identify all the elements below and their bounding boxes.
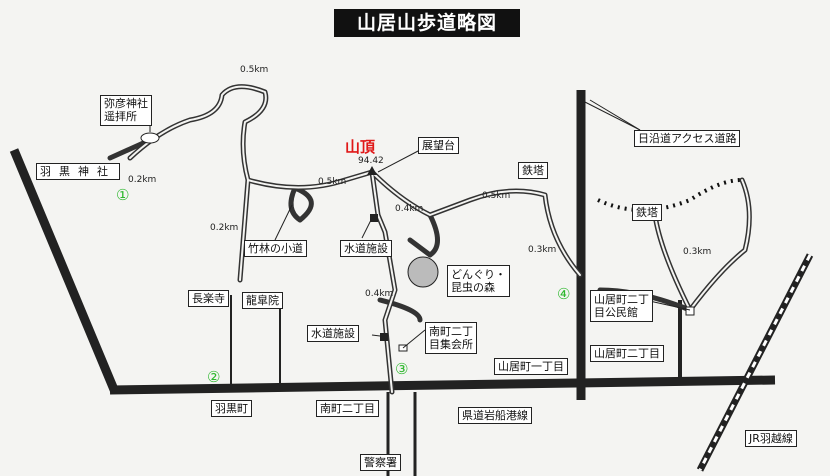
distance-label: 0.2km <box>128 175 157 185</box>
prefectural-road-label: 県道岩船港線 <box>458 407 532 424</box>
shrine-hall-marker <box>140 132 160 144</box>
water-facility-lower-label: 水道施設 <box>307 325 359 342</box>
summit-elevation: 94.42 <box>358 156 384 166</box>
ryukoin-label: 龍皐院 <box>242 292 283 309</box>
sanchome-hall-label: 山居町二丁 目公民館 <box>590 290 653 323</box>
haguro-town-label: 羽黒町 <box>211 400 252 417</box>
entrance-1: ① <box>116 186 130 204</box>
minami2-label: 南町二丁目 <box>316 400 379 417</box>
power-line <box>597 178 743 212</box>
forest-label: どんぐり・ 昆虫の森 <box>447 265 510 298</box>
yamai2-label: 山居町二丁目 <box>590 345 664 362</box>
entrance-3: ③ <box>395 360 409 378</box>
minami-hall-label: 南町二丁 目集会所 <box>425 322 477 355</box>
distance-label: 0.5km <box>318 177 347 187</box>
main-road <box>109 375 776 395</box>
water-facility-upper-label: 水道施設 <box>340 240 392 257</box>
distance-label: 0.2km <box>210 223 239 233</box>
distance-label: 0.3km <box>683 247 712 257</box>
shrine-hall-label: 弥彦神社 遥拝所 <box>100 95 152 127</box>
summit-label: 山頂 <box>345 138 376 156</box>
distance-label: 0.4km <box>365 289 394 299</box>
bamboo-path-label: 竹林の小道 <box>244 240 307 257</box>
tower2-label: 鉄塔 <box>632 204 662 221</box>
jr-line-label: JR羽越線 <box>745 430 797 447</box>
distance-label: 0.3km <box>528 245 557 255</box>
entrance-2: ② <box>207 368 221 386</box>
distance-label: 0.5km <box>240 65 269 75</box>
distance-label: 0.4km <box>395 204 424 214</box>
nichien-road-label: 日沿道アクセス道路 <box>634 130 741 147</box>
tower1-label: 鉄塔 <box>518 162 548 179</box>
chorakuji-label: 長楽寺 <box>188 290 229 307</box>
west-road <box>9 148 120 394</box>
sanchome-hall-marker <box>685 306 695 316</box>
yamai1-label: 山居町一丁目 <box>494 358 568 375</box>
summit-marker <box>367 166 377 175</box>
police-label: 警察署 <box>360 454 401 471</box>
entrance-4: ④ <box>557 285 571 303</box>
map-title: 山居山歩道略図 <box>334 9 520 37</box>
water-facility-upper-marker <box>370 214 378 222</box>
forest-marker <box>407 256 439 288</box>
distance-label: 0.5km <box>482 191 511 201</box>
jr-line-ticks <box>698 254 812 471</box>
observatory-label: 展望台 <box>418 137 459 154</box>
shrine-label: 羽黒神社 <box>36 163 120 180</box>
